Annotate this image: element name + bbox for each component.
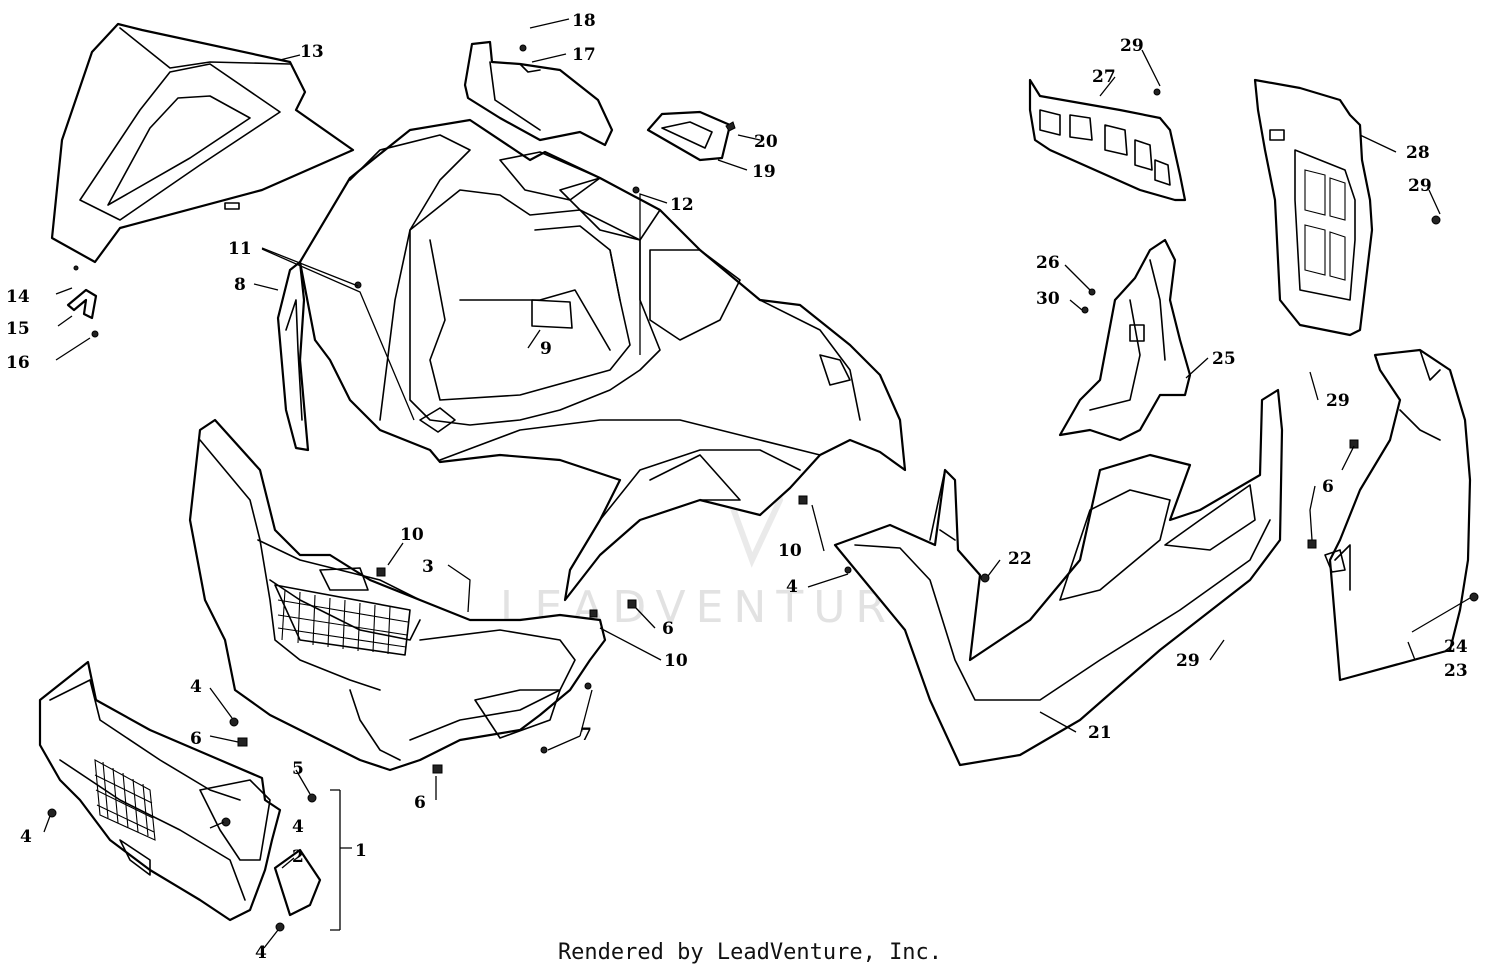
callout: 29 xyxy=(1176,651,1200,671)
callout: 6 xyxy=(1322,477,1334,497)
callout: 4 xyxy=(255,943,267,963)
part-15-bracket[interactable] xyxy=(66,265,99,338)
part-25-bracket[interactable] xyxy=(1058,238,1192,442)
callout: 28 xyxy=(1406,143,1430,163)
callout: 1 xyxy=(355,841,367,861)
callout: 25 xyxy=(1212,349,1236,369)
callout: 16 xyxy=(6,353,30,373)
callout: 27 xyxy=(1092,67,1116,87)
callout: 26 xyxy=(1036,253,1060,273)
callout: 6 xyxy=(662,619,674,639)
callout: 2 xyxy=(292,847,304,867)
callout: 17 xyxy=(572,45,596,65)
footer-credit: Rendered by LeadVenture, Inc. xyxy=(557,940,943,965)
callout: 29 xyxy=(1120,36,1144,56)
part-28-panel[interactable] xyxy=(1253,78,1441,337)
leader-lines xyxy=(43,18,1471,949)
callout: 10 xyxy=(400,525,424,545)
callouts: 1 2 3 4 4 4 4 4 4 5 6 6 6 6 7 8 9 10 10 … xyxy=(6,11,1468,963)
part-17-duct[interactable] xyxy=(463,40,614,147)
callout: 15 xyxy=(6,319,30,339)
callout: 7 xyxy=(580,725,592,745)
callout: 23 xyxy=(1444,661,1468,681)
part-27-panel[interactable] xyxy=(1028,78,1187,202)
part-2-pad[interactable] xyxy=(273,848,322,917)
callout: 4 xyxy=(786,577,798,597)
callout: 10 xyxy=(778,541,802,561)
callout: 21 xyxy=(1088,723,1112,743)
callout: 19 xyxy=(752,162,776,182)
callout: 30 xyxy=(1036,289,1060,309)
part-9-front-body[interactable] xyxy=(298,118,907,602)
callout: 24 xyxy=(1444,637,1468,657)
part-1-lower-guard[interactable] xyxy=(38,660,282,922)
callout: 14 xyxy=(6,287,30,307)
callout: 10 xyxy=(664,651,688,671)
callout: 9 xyxy=(540,339,552,359)
part-3-bumper[interactable] xyxy=(188,418,607,772)
callout: 11 xyxy=(228,239,252,259)
callout: 29 xyxy=(1326,391,1350,411)
callout: 22 xyxy=(1008,549,1032,569)
part-13-visor[interactable] xyxy=(50,22,355,264)
part-23-side-panel[interactable] xyxy=(1307,348,1479,682)
callout: 5 xyxy=(292,759,304,779)
callout: 13 xyxy=(300,42,324,62)
callout: 6 xyxy=(414,793,426,813)
callout: 3 xyxy=(422,557,434,577)
part-21-footwell-panel[interactable] xyxy=(833,388,1284,767)
callout: 4 xyxy=(292,817,304,837)
callout: 4 xyxy=(20,827,32,847)
callout: 29 xyxy=(1408,176,1432,196)
callout: 4 xyxy=(190,677,202,697)
callout: 18 xyxy=(572,11,596,31)
part-19-vent[interactable] xyxy=(646,110,736,162)
callout: 12 xyxy=(670,195,694,215)
callout: 8 xyxy=(234,275,246,295)
part-8-side-trim[interactable] xyxy=(276,260,310,452)
callout: 6 xyxy=(190,729,202,749)
callout: 20 xyxy=(754,132,778,152)
